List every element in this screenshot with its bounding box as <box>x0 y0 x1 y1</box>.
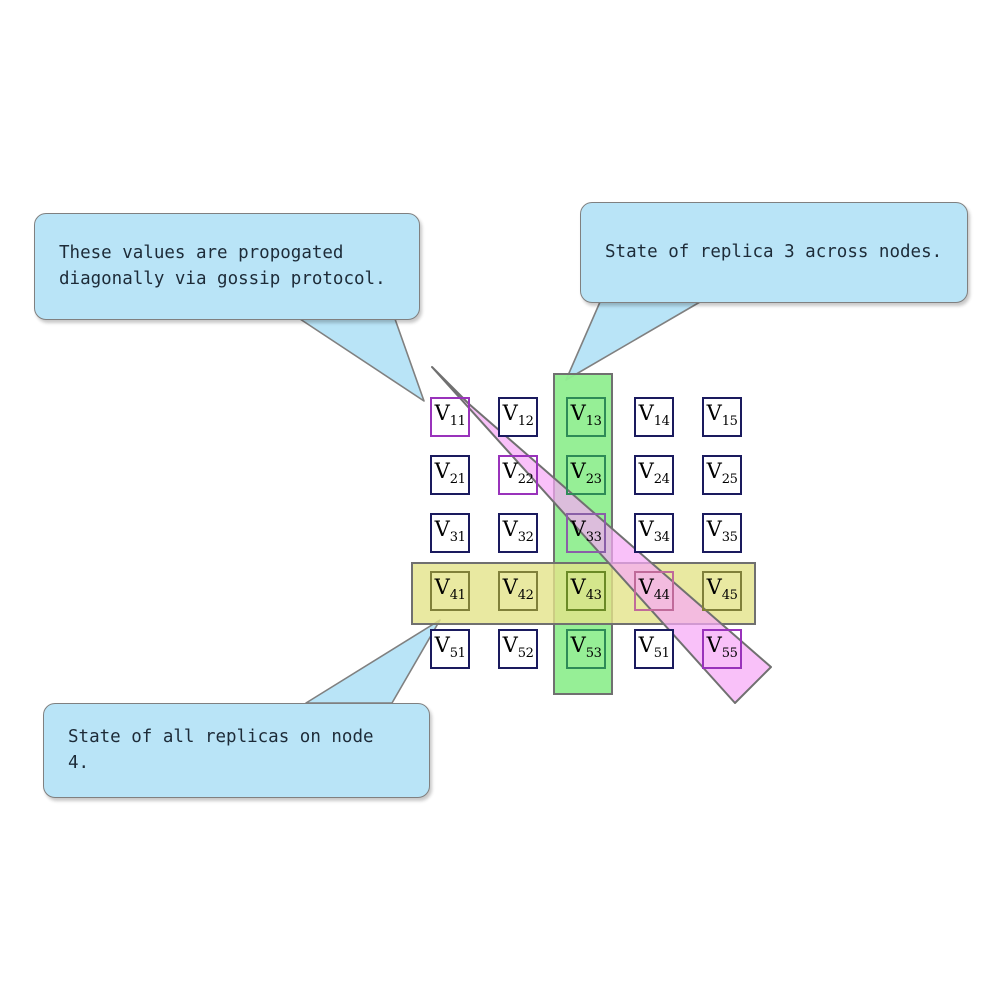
grid-cell-label: V21 <box>434 459 466 488</box>
grid-cell-label: V42 <box>502 575 534 604</box>
grid-cell-subscript: 33 <box>585 530 602 546</box>
callout-gossip-text: These values are propogated diagonally v… <box>59 243 386 289</box>
grid-cell-V32[interactable]: V32 <box>498 513 538 553</box>
grid-cell-V51[interactable]: V51 <box>634 629 674 669</box>
grid-cell-subscript: 14 <box>653 414 670 430</box>
grid-cell-V44[interactable]: V44 <box>634 571 674 611</box>
grid-cell-label: V53 <box>570 633 602 662</box>
grid-cell-V52[interactable]: V52 <box>498 629 538 669</box>
grid-cell-subscript: 42 <box>517 588 534 604</box>
grid-cell-subscript: 55 <box>721 646 738 662</box>
grid-cell-V45[interactable]: V45 <box>702 571 742 611</box>
grid-cell-subscript: 11 <box>449 414 466 430</box>
grid-cell-subscript: 15 <box>721 414 738 430</box>
grid-cell-subscript: 45 <box>721 588 738 604</box>
grid-cell-subscript: 31 <box>449 530 466 546</box>
grid-cell-label: V44 <box>638 575 670 604</box>
grid-cell-label: V14 <box>638 401 670 430</box>
grid-cell-label: V45 <box>706 575 738 604</box>
grid-cell-V34[interactable]: V34 <box>634 513 674 553</box>
grid-cell-label: V11 <box>434 401 466 430</box>
grid-cell-subscript: 35 <box>721 530 738 546</box>
grid-cell-V11[interactable]: V11 <box>430 397 470 437</box>
grid-cell-label: V24 <box>638 459 670 488</box>
grid-cell-label: V33 <box>570 517 602 546</box>
grid-cell-subscript: 24 <box>653 472 670 488</box>
grid-cell-subscript: 41 <box>449 588 466 604</box>
grid-cell-subscript: 44 <box>653 588 670 604</box>
grid-cell-subscript: 53 <box>585 646 602 662</box>
grid-cell-subscript: 52 <box>517 646 534 662</box>
grid-cell-V12[interactable]: V12 <box>498 397 538 437</box>
grid-cell-label: V32 <box>502 517 534 546</box>
callout-replica3[interactable]: State of replica 3 across nodes. <box>580 202 968 303</box>
callout-replica3-text: State of replica 3 across nodes. <box>605 241 943 262</box>
grid-cell-label: V52 <box>502 633 534 662</box>
grid-cell-V43[interactable]: V43 <box>566 571 606 611</box>
grid-cell-V33[interactable]: V33 <box>566 513 606 553</box>
grid-cell-subscript: 32 <box>517 530 534 546</box>
grid-cell-label: V15 <box>706 401 738 430</box>
grid-cell-label: V41 <box>434 575 466 604</box>
grid-cell-V15[interactable]: V15 <box>702 397 742 437</box>
grid-cell-V24[interactable]: V24 <box>634 455 674 495</box>
grid-cell-subscript: 23 <box>585 472 602 488</box>
grid-cell-subscript: 51 <box>449 646 466 662</box>
grid-cell-label: V22 <box>502 459 534 488</box>
grid-cell-subscript: 51 <box>653 646 670 662</box>
grid-cell-V53[interactable]: V53 <box>566 629 606 669</box>
callout-gossip[interactable]: These values are propogated diagonally v… <box>34 213 420 320</box>
grid-cell-label: V55 <box>706 633 738 662</box>
grid-cell-subscript: 21 <box>449 472 466 488</box>
grid-cell-subscript: 12 <box>517 414 534 430</box>
grid-cell-V42[interactable]: V42 <box>498 571 538 611</box>
grid-cell-label: V43 <box>570 575 602 604</box>
grid-cell-V23[interactable]: V23 <box>566 455 606 495</box>
grid-cell-V35[interactable]: V35 <box>702 513 742 553</box>
grid-cell-subscript: 43 <box>585 588 602 604</box>
grid-cell-subscript: 25 <box>721 472 738 488</box>
callout-node4[interactable]: State of all replicas on node 4. <box>43 703 430 798</box>
grid-cell-V51[interactable]: V51 <box>430 629 470 669</box>
grid-cell-label: V25 <box>706 459 738 488</box>
grid-cell-V41[interactable]: V41 <box>430 571 470 611</box>
grid-cell-V31[interactable]: V31 <box>430 513 470 553</box>
grid-cell-V22[interactable]: V22 <box>498 455 538 495</box>
grid-cell-subscript: 34 <box>653 530 670 546</box>
grid-cell-V55[interactable]: V55 <box>702 629 742 669</box>
grid-cell-label: V12 <box>502 401 534 430</box>
grid-cell-subscript: 22 <box>517 472 534 488</box>
grid-cell-label: V51 <box>434 633 466 662</box>
grid-cell-V25[interactable]: V25 <box>702 455 742 495</box>
grid-cell-label: V35 <box>706 517 738 546</box>
grid-cell-label: V13 <box>570 401 602 430</box>
grid-cell-label: V34 <box>638 517 670 546</box>
grid-cell-label: V51 <box>638 633 670 662</box>
grid-cell-V13[interactable]: V13 <box>566 397 606 437</box>
callout-node4-text: State of all replicas on node 4. <box>68 727 374 773</box>
grid-cell-V14[interactable]: V14 <box>634 397 674 437</box>
grid-cell-label: V23 <box>570 459 602 488</box>
grid-cell-subscript: 13 <box>585 414 602 430</box>
grid-cell-label: V31 <box>434 517 466 546</box>
grid-cell-V21[interactable]: V21 <box>430 455 470 495</box>
